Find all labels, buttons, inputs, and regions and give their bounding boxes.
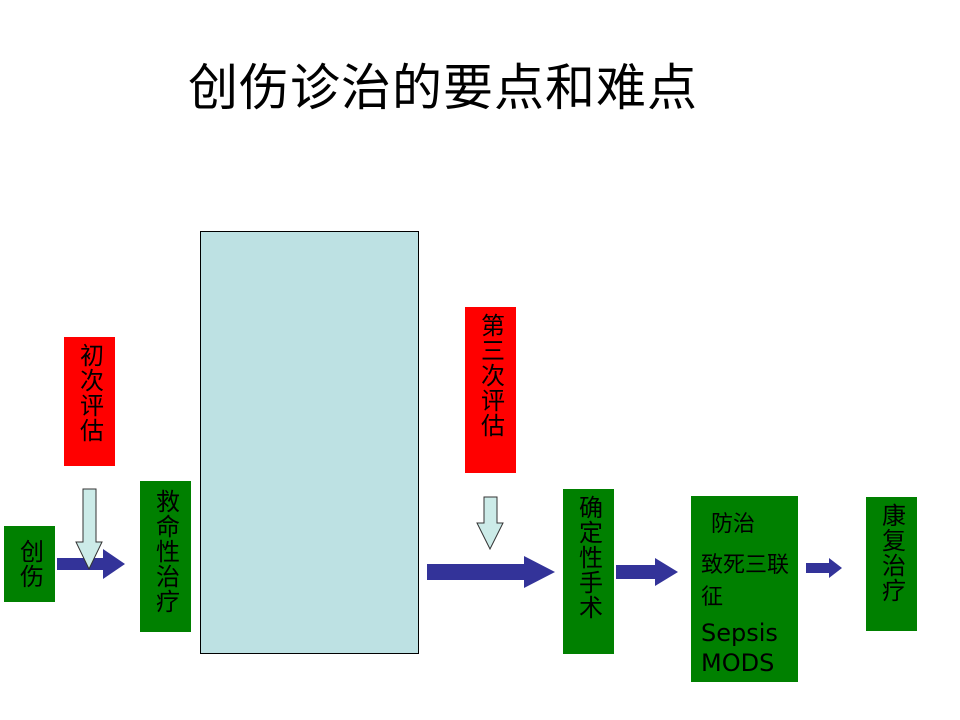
node-prevention-header: 防治 — [711, 512, 756, 537]
node-first-assessment-label: 初次评估 — [75, 343, 104, 443]
page-title: 创伤诊治的要点和难点 — [188, 59, 698, 117]
node-lifesaving-treatment-label: 救命性治疗 — [151, 489, 180, 614]
node-trauma-label: 创伤 — [15, 539, 44, 589]
node-definitive-surgery-label: 确定性手术 — [574, 495, 603, 620]
node-third-assessment-label: 第三次评估 — [476, 313, 505, 438]
node-definitive-surgery: 确定性手术 — [563, 489, 614, 654]
arrow-down-first-assessment — [75, 488, 103, 571]
node-first-assessment: 初次评估 — [64, 337, 115, 466]
node-prevention-sub: 致死三联征 — [701, 553, 790, 610]
node-trauma: 创伤 — [4, 526, 55, 602]
center-panel — [200, 231, 419, 654]
node-lifesaving-treatment: 救命性治疗 — [140, 481, 191, 632]
node-prevention-line1: Sepsis — [701, 619, 778, 647]
arrow-down-third-assessment — [476, 496, 504, 551]
node-prevention-line2: MODS — [701, 649, 775, 677]
node-prevention: 防治 致死三联征 Sepsis MODS — [691, 496, 798, 682]
node-rehabilitation: 康复治疗 — [866, 497, 917, 631]
node-third-assessment: 第三次评估 — [465, 307, 516, 473]
arrow-surgery-to-prevention — [616, 558, 678, 586]
arrow-prevention-to-rehab — [806, 558, 842, 578]
arrow-panel-to-surgery — [427, 556, 555, 588]
node-prevention-latin: Sepsis MODS — [701, 618, 778, 678]
node-rehabilitation-label: 康复治疗 — [877, 503, 906, 603]
